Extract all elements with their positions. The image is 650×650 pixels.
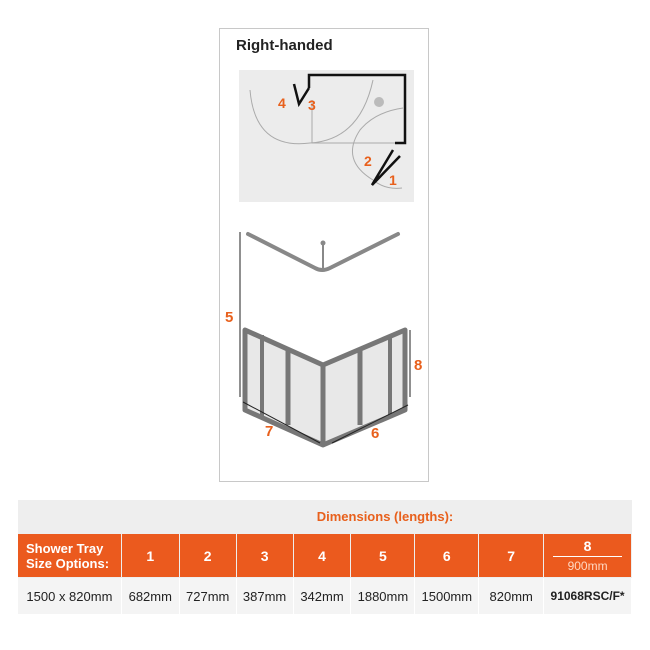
product-code-cell: 91068RSC/F* <box>544 578 631 614</box>
label-4: 4 <box>278 95 286 111</box>
value-cell: 682mm <box>121 578 179 614</box>
col-header: 3 <box>236 534 293 577</box>
label-5: 5 <box>225 309 233 326</box>
label-7: 7 <box>265 423 273 440</box>
value-cell: 342mm <box>293 578 351 614</box>
dimension-6-line <box>331 404 409 444</box>
col-header: 2 <box>179 534 236 577</box>
col-header-8: 8 900mm <box>544 534 631 577</box>
label-1: 1 <box>389 172 397 188</box>
label-3: 3 <box>308 97 316 113</box>
value-cell: 1500mm <box>415 578 479 614</box>
col-header: 1 <box>121 534 179 577</box>
value-cell: 387mm <box>236 578 293 614</box>
value-cell: 820mm <box>479 578 544 614</box>
value-cell: 727mm <box>179 578 236 614</box>
col-header: 6 <box>415 534 479 577</box>
label-8: 8 <box>414 357 422 374</box>
table-title: Dimensions (lengths): <box>18 500 632 533</box>
shower-valve-icon <box>374 97 384 107</box>
col-header: 7 <box>479 534 544 577</box>
half-height-screens <box>242 327 408 448</box>
diagram-panel <box>219 28 429 482</box>
col-header: 5 <box>351 534 415 577</box>
table-row: 1500 x 820mm 682mm 727mm 387mm 342mm 188… <box>18 578 632 615</box>
value-cell: 1880mm <box>351 578 415 614</box>
col-header: 4 <box>293 534 351 577</box>
enclosure-plan <box>292 73 407 186</box>
dimension-7-line <box>242 401 321 444</box>
diagram-title: Right-handed <box>236 37 333 54</box>
label-6: 6 <box>371 425 379 442</box>
label-2: 2 <box>364 153 372 169</box>
shower-diagram: 4 3 2 1 5 8 7 6 <box>225 70 422 448</box>
size-cell: 1500 x 820mm <box>18 578 121 614</box>
plan-background <box>239 70 414 202</box>
